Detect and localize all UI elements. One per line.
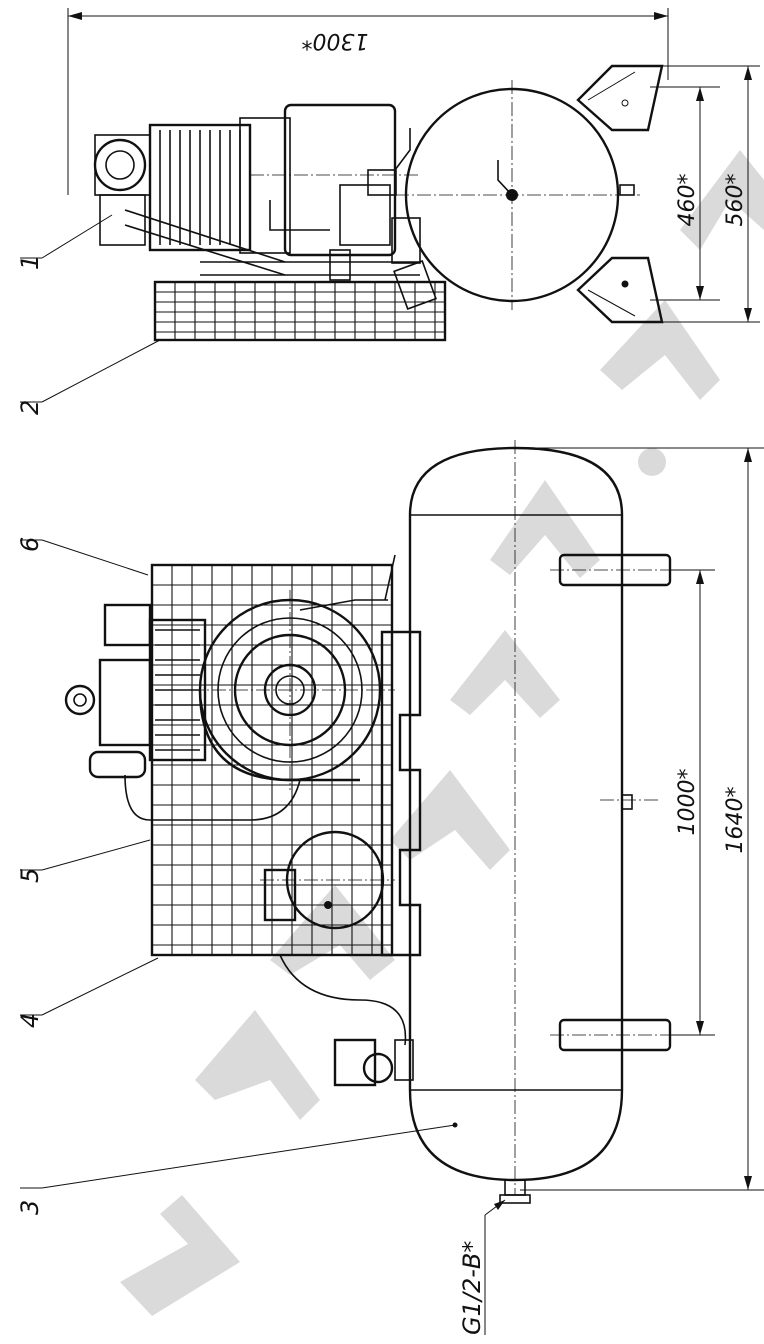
leader-line-2	[41, 339, 161, 403]
connector-pipe	[394, 128, 411, 171]
switch-box	[393, 260, 437, 310]
foot-edge	[587, 289, 636, 317]
callout-6: 6	[16, 537, 44, 552]
tank-fitting	[621, 794, 633, 810]
watermark-letter	[450, 630, 560, 718]
valve-body	[391, 217, 421, 264]
motor-flange	[239, 117, 291, 254]
arrow-head	[68, 12, 82, 20]
dim-1640-label: 1640*	[723, 787, 748, 854]
callout-2: 2	[16, 400, 44, 415]
safety-valve	[394, 1039, 414, 1081]
discharge-line	[124, 774, 301, 821]
pressure-switch	[367, 169, 397, 196]
callout-3: 3	[16, 1200, 44, 1215]
lower-foot	[576, 256, 664, 324]
side-view: 1000* 1640*	[16, 440, 764, 1335]
motor-screw	[324, 901, 332, 909]
arrow-head	[744, 308, 752, 322]
arrow-head	[744, 1176, 752, 1190]
outlet-pipe	[299, 599, 388, 611]
pressure-gauge	[362, 1052, 394, 1084]
lifting-eye	[64, 684, 96, 716]
watermark-letter	[600, 300, 720, 400]
foot-hole	[621, 280, 629, 288]
pipe-vertical	[384, 554, 396, 601]
leader-dot	[452, 1122, 458, 1128]
fan-guard	[153, 280, 447, 342]
terminal-box	[339, 184, 391, 246]
pipe	[269, 200, 330, 231]
fan-guard-grille	[155, 282, 445, 340]
belt-guard-arc	[198, 689, 360, 782]
arrow-head	[696, 1021, 704, 1035]
filter-housing	[94, 134, 151, 196]
cooling-fins	[159, 130, 241, 245]
leader-line-5	[41, 839, 151, 871]
dim-560-label: 560*	[723, 174, 748, 227]
foot-edge	[587, 71, 636, 101]
arrow-head	[744, 448, 752, 462]
mounting-frame	[380, 630, 422, 957]
valve-plate	[103, 603, 152, 647]
watermark-letter	[195, 1010, 320, 1120]
leader-line-1	[41, 214, 113, 259]
drain-thread	[499, 1194, 531, 1204]
motor-housing	[283, 103, 397, 257]
watermark-letter	[390, 770, 510, 870]
discharge-pipe	[124, 209, 286, 276]
callout-1: 1	[16, 255, 44, 270]
callout-5: 5	[16, 868, 44, 883]
watermark-logo	[120, 1195, 240, 1316]
watermark	[120, 150, 764, 1316]
intake-filter	[88, 750, 147, 779]
leader-line-6	[41, 539, 149, 576]
arrow-head	[654, 12, 668, 20]
air-filter	[93, 138, 147, 192]
side-fitting	[619, 184, 635, 196]
arrow-head	[494, 1200, 505, 1210]
thread-label: G1/2-B*	[458, 1241, 486, 1335]
cable	[279, 954, 407, 1046]
callout-4: 4	[16, 1013, 44, 1028]
air-filter-inner	[105, 150, 135, 180]
cylinder-fins	[155, 629, 200, 751]
end-view: 1300* 460* 560*	[16, 8, 760, 415]
leader-line-3	[41, 1124, 456, 1189]
arrow-head	[696, 87, 704, 101]
upper-foot	[576, 64, 664, 132]
leader-line-4	[41, 957, 159, 1016]
watermark-letter	[490, 480, 600, 578]
lifting-eye-hole	[73, 693, 87, 707]
crankcase	[99, 194, 146, 246]
dim-460-label: 460*	[675, 174, 700, 227]
pressure-switch-side	[333, 1038, 377, 1087]
motor-box	[263, 868, 297, 922]
dim-1300-label: 1300*	[302, 28, 369, 53]
drain-pipe	[497, 160, 513, 196]
arrow-head	[744, 66, 752, 80]
foot-hole	[621, 99, 629, 107]
watermark-dot	[638, 448, 666, 476]
watermark-letter	[680, 150, 764, 250]
dim-1000-label: 1000*	[675, 769, 700, 836]
cylinder-head	[98, 658, 152, 747]
arrow-head	[696, 286, 704, 300]
support-post	[329, 249, 351, 281]
arrow-head	[696, 570, 704, 584]
